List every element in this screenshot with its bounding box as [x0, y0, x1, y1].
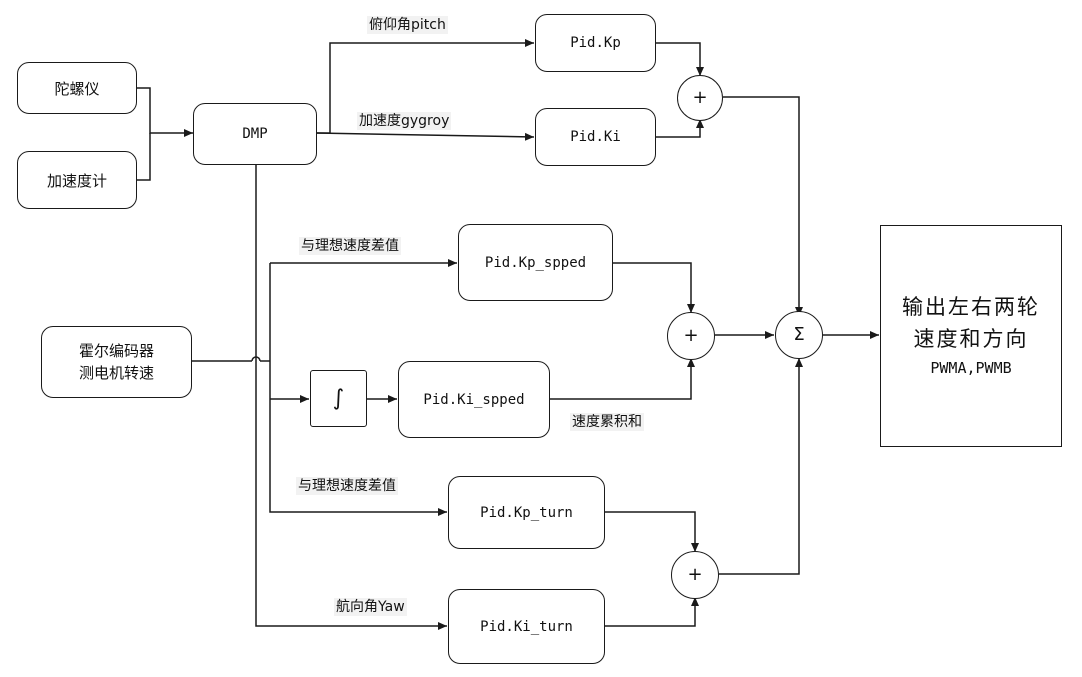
hall-encoder-label-line1: 霍尔编码器: [78, 342, 154, 360]
turn-sum-junction: +: [671, 551, 719, 599]
pid-kp-turn-block: Pid.Kp_turn: [448, 476, 605, 549]
pid-ki-speed-block: Pid.Ki_spped: [398, 361, 550, 438]
dmp-block: DMP: [193, 103, 317, 165]
pid-kp-speed-label: Pid.Kp_spped: [484, 254, 587, 271]
output-label-line2: 速度和方向: [913, 327, 1029, 351]
integrator-block: ∫: [310, 370, 367, 427]
gyroscope-block: 陀螺仪: [17, 62, 137, 114]
pid-ki-speed-label: Pid.Ki_spped: [423, 391, 525, 408]
total-sigma-junction: Σ: [775, 311, 823, 359]
pid-ki-label: Pid.Ki: [570, 129, 621, 145]
integrator-symbol: ∫: [332, 386, 345, 411]
accel-gyro-signal-label: 加速度gygroy: [357, 112, 452, 130]
output-label-line3: PWMA,PWMB: [930, 359, 1012, 377]
pid-kp-label: Pid.Kp: [570, 35, 621, 51]
pid-ki-block: Pid.Ki: [535, 108, 656, 166]
speed-sum-plus: +: [683, 325, 699, 346]
speed-diff-signal-label: 与理想速度差值: [299, 237, 401, 255]
output-block: 输出左右两轮 速度和方向 PWMA,PWMB: [880, 225, 1062, 447]
yaw-signal-label: 航向角Yaw: [334, 598, 407, 616]
pitch-signal-label: 俯仰角pitch: [367, 16, 448, 34]
hall-encoder-label-line2: 测电机转速: [78, 364, 154, 382]
gyroscope-label: 陀螺仪: [54, 79, 100, 98]
pid-ki-turn-label: Pid.Ki_turn: [480, 618, 573, 635]
speed-sum-signal-label: 速度累积和: [570, 413, 644, 431]
pid-ki-turn-block: Pid.Ki_turn: [448, 589, 605, 664]
pid-kp-speed-block: Pid.Kp_spped: [458, 224, 613, 301]
pid-kp-turn-label: Pid.Kp_turn: [480, 504, 573, 521]
turn-speed-diff-signal-label: 与理想速度差值: [296, 477, 398, 495]
speed-sum-junction: +: [667, 312, 715, 360]
accelerometer-block: 加速度计: [17, 151, 137, 209]
total-sigma-symbol: Σ: [793, 324, 805, 345]
output-label-line1: 输出左右两轮: [902, 295, 1040, 319]
upright-sum-junction: +: [677, 75, 723, 121]
hall-encoder-block: 霍尔编码器 测电机转速: [41, 326, 192, 398]
upright-sum-plus: +: [692, 87, 708, 108]
turn-sum-plus: +: [687, 564, 703, 585]
accelerometer-label: 加速度计: [46, 171, 107, 190]
dmp-label: DMP: [242, 126, 268, 142]
pid-kp-block: Pid.Kp: [535, 14, 656, 72]
